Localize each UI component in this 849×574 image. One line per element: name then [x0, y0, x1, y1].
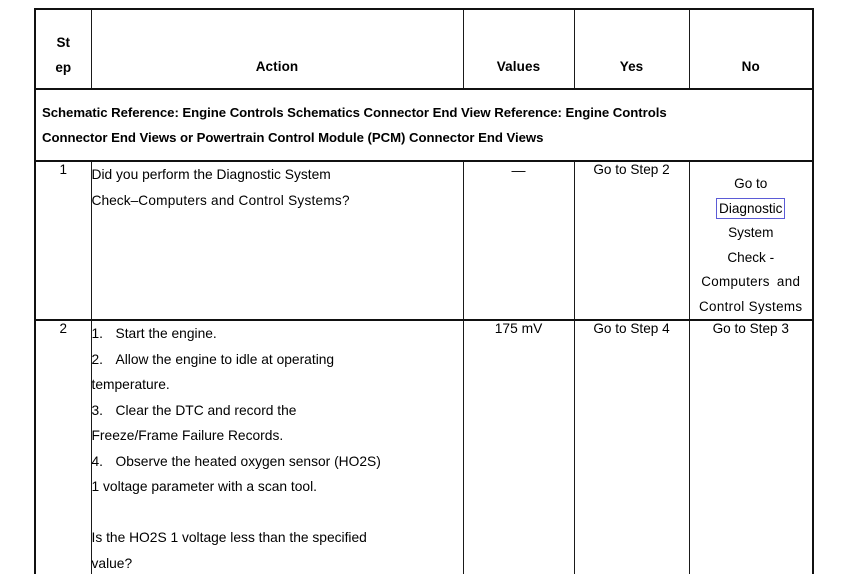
action-item-text: Start the engine.: [115, 326, 217, 341]
header-values-label: Values: [496, 59, 541, 74]
action-item-number: 4.: [91, 453, 104, 469]
step-no-cell-1: Go to Diagnostic System Check - Computer…: [688, 160, 814, 321]
no-line-2: Diagnostic: [690, 197, 813, 222]
action-item-text: Clear the DTC and record the: [115, 402, 297, 418]
header-cell-values: Values: [462, 8, 575, 90]
action-item: 4. Observe the heated oxygen sensor (HO2S…: [92, 449, 463, 475]
action-item: temperature.: [92, 372, 463, 398]
step-action-cell-2: 1. Start the engine. 2. Allow the engine t…: [90, 319, 464, 574]
action-item-number: 1.: [91, 326, 104, 341]
table-row: 2 1. Start the engine. 2. Allow the engine…: [34, 319, 814, 574]
step-no-cell-2: Go to Step 3: [688, 319, 814, 574]
schematic-reference-line1: Schematic Reference: Engine Controls Sch…: [42, 105, 667, 120]
action-line-rest: Computers and Control Systems?: [138, 192, 350, 208]
step-number-cell-1: 1: [34, 160, 92, 321]
schematic-reference-line2: Connector End Views or Powertrain Contro…: [42, 130, 544, 145]
no-line-4: Check -: [727, 249, 775, 265]
step-yes-cell-1: Go to Step 2: [573, 160, 690, 321]
action-item-number: 3.: [91, 402, 104, 418]
header-cell-yes: Yes: [573, 8, 690, 90]
step-yes-cell-2: Go to Step 4: [573, 319, 690, 574]
action-item: Freeze/Frame Failure Records.: [92, 423, 463, 449]
step-values-cell-2: 175 mV: [462, 319, 575, 574]
no-line-6: Control Systems: [699, 298, 803, 314]
step-number-cell-2: 2: [34, 319, 92, 574]
no-line-5: Computers and: [701, 274, 801, 289]
header-cell-no: No: [688, 8, 814, 90]
action-line: Did you perform the Diagnostic System: [91, 167, 331, 182]
action-line: Check–Computers and Control Systems?: [92, 188, 463, 214]
action-item: 2. Allow the engine to idle at operating: [92, 347, 463, 373]
values-dash: —: [511, 162, 526, 178]
action-item-text: Observe the heated oxygen sensor (HO2S): [115, 453, 381, 469]
header-cell-action: Action: [90, 8, 464, 90]
action-item-text: temperature.: [91, 377, 170, 392]
no-line-1: Go to: [734, 176, 768, 191]
header-action-label: Action: [255, 59, 299, 74]
schematic-reference-cell: Schematic Reference: Engine Controls Sch…: [34, 88, 814, 162]
step-values-cell-1: —: [462, 160, 575, 321]
header-step-line2: ep: [55, 60, 72, 75]
diagnostic-link[interactable]: Diagnostic: [716, 197, 786, 219]
action-question-line: Is the HO2S 1 voltage less than the spec…: [91, 530, 367, 545]
diagnostic-procedure-table: St ep Action Values Yes No: [34, 8, 814, 574]
schematic-reference-row: Schematic Reference: Engine Controls Sch…: [34, 88, 814, 162]
step-action-cell-1: Did you perform the Diagnostic System Ch…: [90, 160, 464, 321]
action-item-number: 2.: [91, 351, 104, 367]
header-cell-step: St ep: [34, 8, 92, 90]
action-item-text: Freeze/Frame Failure Records.: [91, 428, 284, 443]
action-blank-line: [92, 500, 463, 526]
action-question-line: value?: [91, 555, 133, 571]
action-item: 1 voltage parameter with a scan tool.: [92, 474, 463, 500]
table-header-row: St ep Action Values Yes No: [34, 8, 814, 90]
header-no-label: No: [741, 59, 760, 74]
action-item-text: Allow the engine to idle at operating: [115, 351, 335, 367]
header-step-line1: St: [56, 35, 71, 50]
table-row: 1 Did you perform the Diagnostic System …: [34, 160, 814, 321]
action-item-text: 1 voltage parameter with a scan tool.: [91, 479, 317, 494]
action-line-prefix: Check–: [91, 192, 139, 208]
action-item: 1. Start the engine.: [92, 321, 463, 347]
action-item: 3. Clear the DTC and record the: [92, 398, 463, 424]
header-yes-label: Yes: [619, 59, 644, 74]
no-line-3: System: [728, 225, 774, 240]
